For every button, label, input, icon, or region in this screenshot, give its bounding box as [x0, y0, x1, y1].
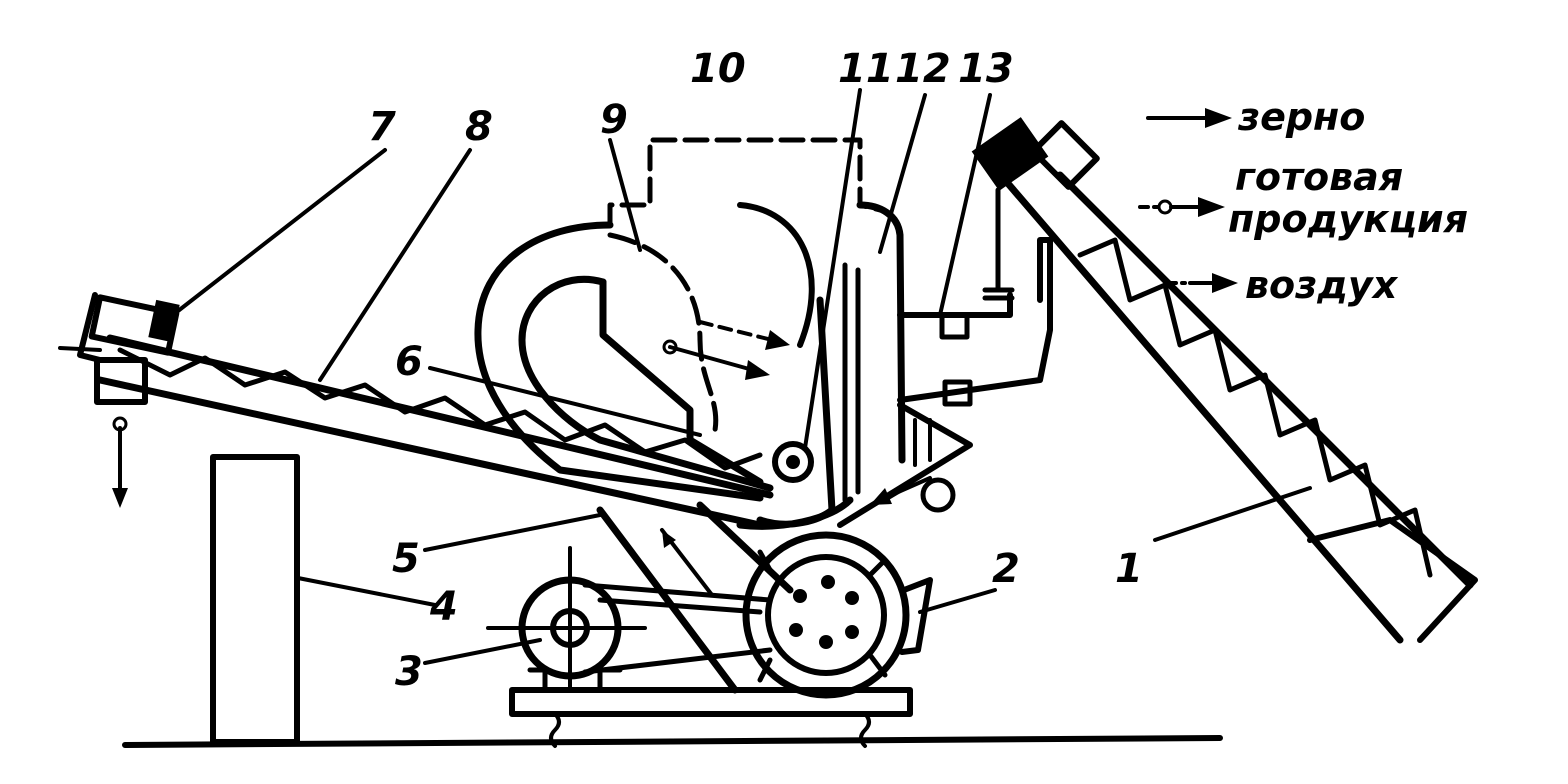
ground-line [122, 735, 1223, 748]
label-5: 5 [392, 536, 420, 582]
label-12: 12 [895, 46, 951, 92]
label-7: 7 [368, 104, 396, 150]
motor-pulley [486, 546, 773, 692]
legend-air-label: воздух [1245, 263, 1399, 307]
rotor-housing [742, 531, 933, 699]
legend-finished-product-label-2: продукция [1228, 197, 1468, 241]
label-4: 4 [429, 584, 458, 630]
pneumatic-housing [837, 201, 1053, 528]
legend-grain-label: зерно [1237, 95, 1365, 139]
fan [772, 441, 814, 483]
label-13: 13 [958, 46, 1014, 92]
legend-air: воздух [1166, 263, 1399, 307]
base-frame [509, 667, 913, 748]
label-1: 1 [1115, 546, 1143, 592]
discharge-auger [58, 292, 774, 529]
legend: зерно готовая продукция воздух [1138, 95, 1468, 307]
label-9: 9 [600, 97, 628, 143]
label-2: 2 [992, 546, 1020, 592]
bin [210, 454, 300, 745]
separator-chamber [474, 137, 883, 530]
label-11: 11 [838, 46, 894, 92]
feed-auger [971, 117, 1478, 644]
intake-chute [596, 501, 794, 694]
label-6: 6 [395, 339, 423, 385]
label-3: 3 [395, 649, 423, 695]
flow-arrows [112, 320, 932, 508]
label-8: 8 [465, 104, 493, 150]
legend-finished-product-label-1: готовая [1235, 155, 1403, 199]
label-10: 10 [690, 46, 746, 92]
legend-grain: зерно [1146, 95, 1365, 139]
legend-finished-product: готовая продукция [1138, 155, 1468, 241]
leader-lines [158, 88, 1312, 665]
